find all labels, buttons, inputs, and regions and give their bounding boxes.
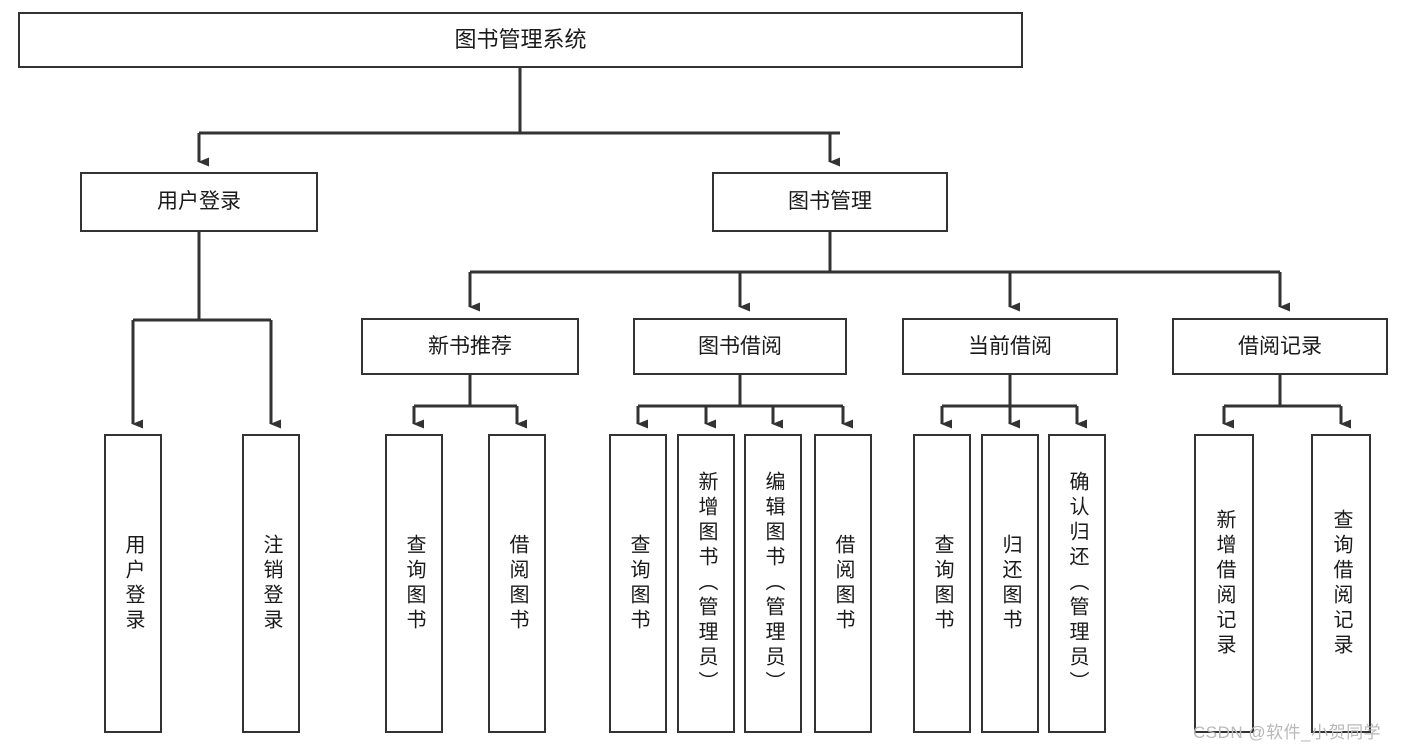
node-book-management-label: 图书管理 [788,190,872,214]
leaf-user-login-signout-label: 注销登录 [260,533,282,634]
leaf-new-book-borrow[interactable]: 借阅图书 [488,434,546,733]
node-book-borrow[interactable]: 图书借阅 [633,318,847,375]
node-user-login[interactable]: 用户登录 [80,172,318,232]
leaf-current-query[interactable]: 查询图书 [913,434,971,733]
node-book-borrow-label: 图书借阅 [698,334,782,358]
leaf-current-query-label: 查询图书 [931,533,953,634]
leaf-borrow-edit-book-label: 编辑图书（管理员） [762,471,784,696]
leaf-borrow-borrow-book-label: 借阅图书 [832,533,854,634]
node-borrow-records-label: 借阅记录 [1238,334,1322,358]
leaf-borrow-edit-book[interactable]: 编辑图书（管理员） [744,434,802,733]
leaf-new-book-borrow-label: 借阅图书 [506,533,528,634]
leaf-borrow-query-label: 查询图书 [627,533,649,634]
node-root-label: 图书管理系统 [454,26,587,52]
node-borrow-records[interactable]: 借阅记录 [1172,318,1388,375]
leaf-borrow-query[interactable]: 查询图书 [609,434,667,733]
leaf-new-book-query-label: 查询图书 [403,533,425,634]
node-root[interactable]: 图书管理系统 [18,12,1023,68]
leaf-user-login-signout[interactable]: 注销登录 [242,434,300,733]
leaf-records-query[interactable]: 查询借阅记录 [1311,434,1371,733]
node-current-borrow[interactable]: 当前借阅 [902,318,1118,375]
node-current-borrow-label: 当前借阅 [968,334,1052,358]
leaf-records-query-label: 查询借阅记录 [1330,508,1352,659]
leaf-new-book-query[interactable]: 查询图书 [385,434,443,733]
leaf-current-confirm-return-label: 确认归还（管理员） [1066,471,1088,696]
node-user-login-label: 用户登录 [157,190,241,214]
leaf-borrow-borrow-book[interactable]: 借阅图书 [814,434,872,733]
leaf-records-add-label: 新增借阅记录 [1213,508,1235,659]
leaf-borrow-add-book[interactable]: 新增图书（管理员） [677,434,735,733]
leaf-current-return-label: 归还图书 [999,533,1021,634]
node-new-book-recommend[interactable]: 新书推荐 [361,318,579,375]
leaf-user-login-signin[interactable]: 用户登录 [104,434,162,733]
leaf-current-confirm-return[interactable]: 确认归还（管理员） [1048,434,1106,733]
node-new-book-recommend-label: 新书推荐 [428,334,512,358]
node-book-management[interactable]: 图书管理 [712,172,948,232]
csdn-watermark: CSDN @软件_小贺同学 [1193,723,1382,742]
leaf-user-login-signin-label: 用户登录 [122,533,144,634]
leaf-records-add[interactable]: 新增借阅记录 [1194,434,1254,733]
leaf-current-return[interactable]: 归还图书 [981,434,1039,733]
leaf-borrow-add-book-label: 新增图书（管理员） [695,471,717,696]
